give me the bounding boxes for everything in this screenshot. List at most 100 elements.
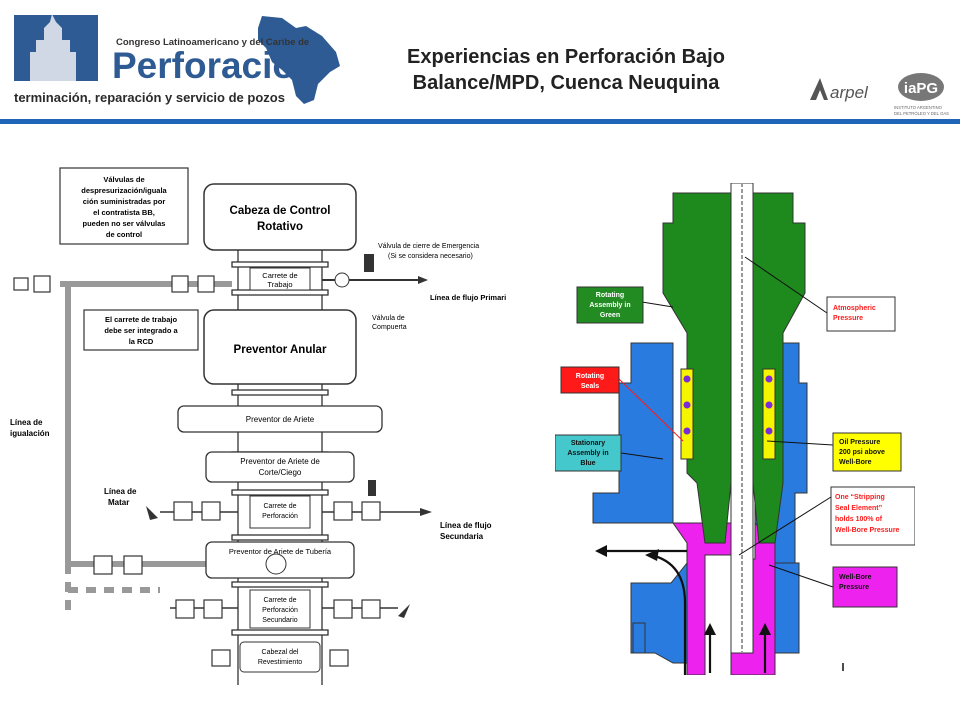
label-stationary-box: [555, 434, 622, 472]
linea-igualacion-line2: igualación: [10, 429, 50, 438]
arrow-icon: [595, 545, 607, 557]
callout-line: [618, 378, 684, 442]
arrow-icon: [146, 506, 158, 520]
label-stationary-line3: Blue: [580, 460, 595, 467]
cabezal-revestimiento-box: [239, 641, 321, 673]
label-atmospheric-line2: Pressure: [833, 315, 863, 322]
note-valves-box: [59, 167, 189, 245]
label-rotating-seals-line2: Seals: [581, 383, 599, 390]
preventor-corte-line1: Preventor de Ariete de: [240, 457, 320, 466]
callout-line: [766, 440, 834, 446]
carrete-secundario-line3: Secundario: [262, 617, 298, 624]
label-stationary-line1: Stationary: [571, 440, 605, 447]
callout-line: [620, 452, 664, 460]
seal-icon: [765, 401, 773, 409]
note-valves-line5: pueden no ser válvulas: [83, 219, 166, 228]
carrete-perforacion-box: [249, 495, 311, 529]
gate-valve-icon: [334, 272, 350, 288]
stationary-assembly-left: [592, 342, 674, 524]
note-carrete-line3: la RCD: [129, 337, 154, 346]
carrete-secundario-line2: Perforación: [262, 607, 298, 614]
label-wellbore-line2: Pressure: [839, 584, 869, 591]
logo-line2: Perforación: [112, 45, 318, 86]
preventor-anular-label: Preventor Anular: [234, 344, 327, 356]
linea-flujo-secundaria-line1: Línea de flujo: [440, 521, 492, 530]
flange: [231, 289, 329, 296]
header-rule: [0, 119, 960, 124]
note-carrete-line1: El carrete de trabajo: [105, 315, 178, 324]
logo-line3: terminación, reparación y servicio de po…: [14, 90, 285, 105]
flange: [231, 534, 329, 541]
valve-icon: [123, 555, 143, 575]
linea-flujo-primaria: Línea de flujo Primari: [430, 293, 506, 302]
note-valves-line6: de control: [106, 230, 142, 239]
carrete-trabajo-box: [249, 267, 311, 291]
valve-icon: [361, 501, 381, 521]
iapg-oval-icon: [898, 73, 944, 101]
congress-logo: Congreso Latinoamericano y del Caribe de…: [14, 14, 340, 105]
label-wellbore-line1: Well-Bore: [839, 574, 872, 581]
note-valves-line4: el contratista BB,: [93, 208, 155, 217]
title-line2: Balance/MPD, Cuenca Neuquina: [412, 72, 720, 94]
label-stripping-box: [830, 486, 915, 546]
label-rotating-assembly-line2: Assembly in: [589, 302, 630, 309]
label-stripping-line3: holds 100% of: [835, 516, 883, 523]
flange: [231, 489, 329, 496]
linea-flujo-secundaria-line2: Secundaria: [440, 532, 484, 541]
flange: [231, 581, 329, 588]
preventor-ariete-label: Preventor de Ariete: [246, 415, 315, 424]
label-rotating-assembly-line3: Green: [600, 312, 620, 319]
carrete-secundario-box: [249, 589, 311, 629]
preventor-tuberia-label: Preventor de Ariete de Tubería: [229, 547, 332, 556]
rcd-cross-section: Rotating Assembly in Green Rotating Seal…: [555, 183, 915, 675]
carrete-trabajo-line1: Carrete de: [262, 271, 297, 280]
valve-icon: [175, 599, 195, 619]
emergency-valve-icon: [364, 254, 374, 272]
label-rotating-seals-line1: Rotating: [576, 373, 604, 380]
seal-icon: [683, 427, 691, 435]
valvula-compuerta-line2: Compuerta: [372, 324, 407, 331]
flange: [231, 389, 329, 396]
preventor-corte-line2: Corte/Ciego: [259, 468, 302, 477]
valve-icon: [333, 599, 353, 619]
stationary-flange-left: [632, 622, 646, 654]
rcd-head-box: [203, 183, 357, 251]
arrow-icon: [418, 276, 428, 284]
valve-icon: [171, 275, 189, 293]
label-oil-box: [832, 432, 902, 472]
preventor-anular-box: [203, 309, 357, 385]
linea-matar-line2: Matar: [108, 498, 129, 507]
valve-icon: [329, 649, 349, 667]
label-atmospheric-line1: Atmospheric: [833, 305, 876, 312]
latin-america-map-icon: [258, 16, 340, 104]
rcd-head-line2: Rotativo: [257, 221, 303, 233]
label-oil-line2: 200 psi above: [839, 449, 885, 456]
bop-stack-diagram: Cabeza de Control Rotativo Válvulas de d…: [10, 167, 506, 685]
label-stationary-line2: Assembly in: [567, 450, 608, 457]
linea-igualacion-line1: Línea de: [10, 418, 43, 427]
page-title: Experiencias en Perforación Bajo Balance…: [360, 44, 772, 96]
valve-icon: [361, 599, 381, 619]
flow-arrow-curve: [650, 553, 687, 675]
valve-icon: [333, 501, 353, 521]
seal-icon: [765, 427, 773, 435]
callout-line: [744, 256, 828, 314]
note-valves-line2: despresurización/iguala: [81, 186, 167, 195]
label-stripping-line4: Well-Bore Pressure: [835, 527, 900, 534]
preventor-corte-box: [205, 451, 355, 483]
iapg-logo: iaPG INSTITUTO ARGENTINO DEL PETRÓLEO Y …: [894, 73, 949, 116]
preventor-ariete-box: [177, 405, 383, 433]
label-stripping-line1: One “Stripping: [835, 494, 885, 501]
valve-icon: [93, 555, 113, 575]
note-carrete-box: [83, 309, 199, 351]
note-carrete-line2: debe ser integrado a: [104, 326, 178, 335]
cabezal-revestimiento-line2: Revestimiento: [258, 659, 302, 666]
valve-icon: [197, 275, 215, 293]
iapg-label: iaPG: [904, 80, 938, 97]
seal-icon: [683, 401, 691, 409]
callout-line: [768, 564, 834, 588]
label-rotating-assembly-box: [576, 286, 644, 324]
equalizing-line-dashed: [65, 564, 160, 610]
arpel-logo: arpel: [810, 78, 869, 102]
note-valves-line3: ción suministradas por: [83, 197, 166, 206]
